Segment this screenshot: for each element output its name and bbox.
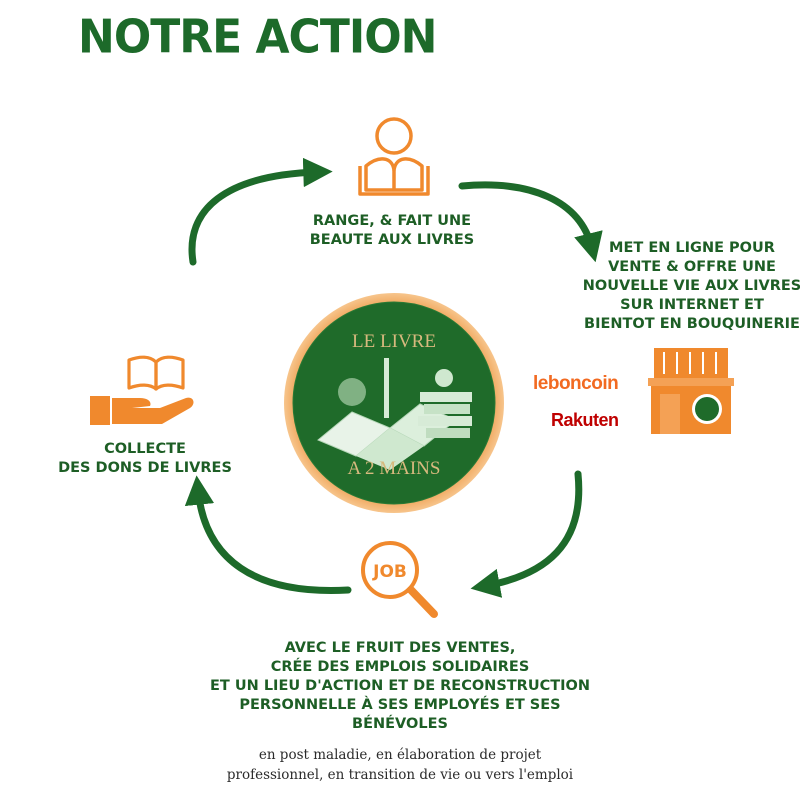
job-search-icon: JOB xyxy=(361,541,438,618)
leboncoin-logo: leboncoin xyxy=(533,373,619,394)
bottom-step-label: AVEC LE FRUIT DES VENTES, CRÉE DES EMPLO… xyxy=(170,639,630,734)
bottom-step-subtext: en post maladie, en élaboration de proje… xyxy=(170,745,630,785)
subtext-line: professionnel, en transition de vie ou v… xyxy=(226,767,574,783)
top-step-line: RANGE, & FAIT UNE xyxy=(312,213,472,229)
rakuten-logo: Rakuten xyxy=(551,410,619,430)
arrow-bottom-to-left xyxy=(184,475,352,594)
bottom-step-line: AVEC LE FRUIT DES VENTES, xyxy=(284,640,516,656)
bottom-step-line: BÉNÉVOLES xyxy=(352,716,448,732)
arrow-top-to-right xyxy=(458,181,603,263)
logo-medallion: LE LIVRE A 2 MAINS xyxy=(284,293,504,513)
page-title: NOTRE ACTION xyxy=(78,10,437,65)
books-illustration xyxy=(317,358,472,470)
arrow-left-to-top xyxy=(188,157,333,266)
logo-top-text: LE LIVRE xyxy=(352,331,436,352)
left-step-line: DES DONS DE LIVRES xyxy=(58,460,232,476)
cycle-arrows xyxy=(184,157,603,598)
subtext-line: en post maladie, en élaboration de proje… xyxy=(258,747,542,763)
right-step-line: BIENTOT EN BOUQUINERIE xyxy=(584,316,800,332)
job-text: JOB xyxy=(372,562,407,582)
left-step-line: COLLECTE xyxy=(104,441,186,457)
top-step-line: BEAUTE AUX LIVRES xyxy=(309,232,475,248)
right-step-line: MET EN LIGNE POUR xyxy=(609,240,775,256)
bottom-step-line: CRÉE DES EMPLOIS SOLIDAIRES xyxy=(270,659,530,675)
bottom-step-line: ET UN LIEU D'ACTION ET DE RECONSTRUCTION xyxy=(210,678,590,694)
bottom-step-line: PERSONNELLE À SES EMPLOYÉS ET SES xyxy=(239,697,561,713)
top-step-label: RANGE, & FAIT UNE BEAUTE AUX LIVRES xyxy=(292,212,492,250)
shop-icon xyxy=(648,348,734,434)
arrow-right-to-bottom xyxy=(470,470,583,598)
book-hand-icon xyxy=(90,355,194,425)
right-step-line: NOUVELLE VIE AUX LIVRES xyxy=(582,278,800,294)
right-step-line: SUR INTERNET ET xyxy=(620,297,764,313)
right-step-line: VENTE & OFFRE UNE xyxy=(608,259,776,275)
right-step-label: MET EN LIGNE POUR VENTE & OFFRE UNE NOUV… xyxy=(582,239,800,334)
logo-bottom-text: A 2 MAINS xyxy=(348,458,441,479)
left-step-label: COLLECTE DES DONS DE LIVRES xyxy=(40,440,250,478)
reader-icon xyxy=(358,117,430,196)
